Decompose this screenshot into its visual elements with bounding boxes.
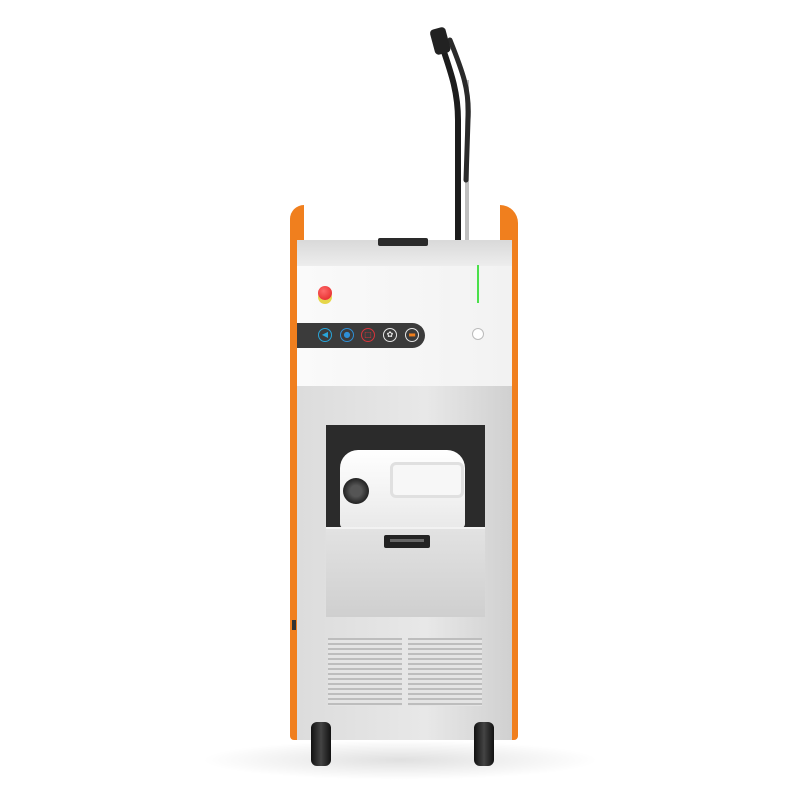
floor-shadow bbox=[200, 740, 600, 780]
vent-grille-right bbox=[408, 638, 482, 706]
fan-icon[interactable]: ✿ bbox=[383, 328, 397, 342]
cable bbox=[437, 37, 461, 248]
heater-icon[interactable]: ▬ bbox=[405, 328, 419, 342]
laser-indicator-line bbox=[477, 265, 479, 303]
cable-2 bbox=[447, 37, 471, 183]
jerrycan-handle bbox=[390, 462, 464, 498]
wheel-right bbox=[474, 722, 494, 766]
drawer-handle-grip bbox=[390, 539, 424, 542]
laser-head bbox=[430, 27, 451, 55]
stop-square-icon[interactable]: □ bbox=[361, 328, 375, 342]
side-port bbox=[292, 620, 296, 630]
water-drop-icon[interactable]: ● bbox=[340, 328, 354, 342]
top-slot bbox=[378, 238, 428, 246]
jerrycan-cap bbox=[343, 478, 369, 504]
wheel-left bbox=[311, 722, 331, 766]
vent-grille-left bbox=[328, 638, 402, 706]
laser-emit-icon[interactable]: ◀ bbox=[318, 328, 332, 342]
emergency-stop-button[interactable] bbox=[318, 286, 332, 300]
status-indicator-light bbox=[472, 328, 484, 340]
